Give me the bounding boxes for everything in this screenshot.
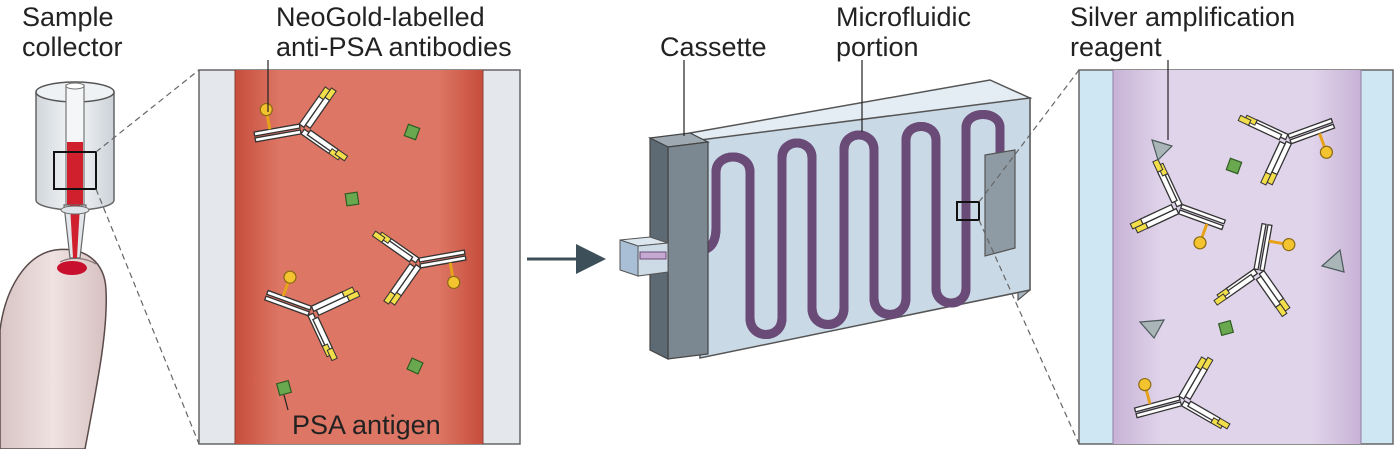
label-sample-collector: Sample collector (22, 2, 123, 62)
psa-antigen (403, 123, 421, 141)
sample-collector-icon (35, 81, 115, 259)
label-sample-collector-line2: collector (22, 32, 123, 62)
psa-antigen (1225, 157, 1243, 175)
label-antibodies: NeoGold-labelled anti-PSA antibodies (276, 2, 512, 62)
silver-particle (1320, 248, 1345, 273)
antibody (1133, 356, 1231, 430)
blood-panel (198, 69, 521, 445)
psa-antigens-reagent (1217, 157, 1243, 337)
antibody (371, 230, 467, 306)
antibody-group-reagent (1129, 114, 1336, 430)
silver-particle (1151, 139, 1174, 162)
zoom-lines-left (95, 69, 200, 445)
psa-antigen-leader (283, 394, 289, 411)
antibody (1237, 114, 1336, 186)
label-psa-antigen: PSA antigen (292, 410, 441, 440)
psa-antigen (344, 191, 360, 207)
finger (0, 248, 108, 450)
label-cassette: Cassette (660, 32, 767, 62)
label-microfluidic-line2: portion (836, 32, 919, 62)
blood-drop (57, 261, 87, 275)
label-microfluidic-line1: Microfluidic (836, 2, 972, 32)
psa-antigen (406, 357, 424, 375)
label-silver-reagent-line2: reagent (1070, 32, 1162, 62)
cassette (619, 79, 1033, 360)
zoom-lines-right (978, 69, 1080, 445)
label-antibodies-line1: NeoGold-labelled (276, 2, 485, 32)
antibody (1129, 158, 1227, 250)
silver-particles (1138, 139, 1345, 340)
antibody-group-blood (253, 86, 467, 362)
silver-particle (1138, 319, 1166, 340)
label-microfluidic: Microfluidic portion (836, 2, 971, 62)
reagent-panel (1078, 69, 1394, 445)
label-antibodies-line2: anti-PSA antibodies (276, 32, 512, 62)
label-silver-reagent: Silver amplification reagent (1070, 2, 1295, 62)
psa-antigen (275, 379, 293, 397)
label-silver-reagent-line1: Silver amplification (1070, 2, 1296, 32)
antibody (253, 86, 349, 162)
antibody (263, 270, 361, 362)
psa-antigens-blood (275, 123, 424, 397)
label-sample-collector-line1: Sample (22, 2, 114, 32)
antibody (1213, 222, 1296, 318)
psa-antigen (1217, 319, 1235, 337)
